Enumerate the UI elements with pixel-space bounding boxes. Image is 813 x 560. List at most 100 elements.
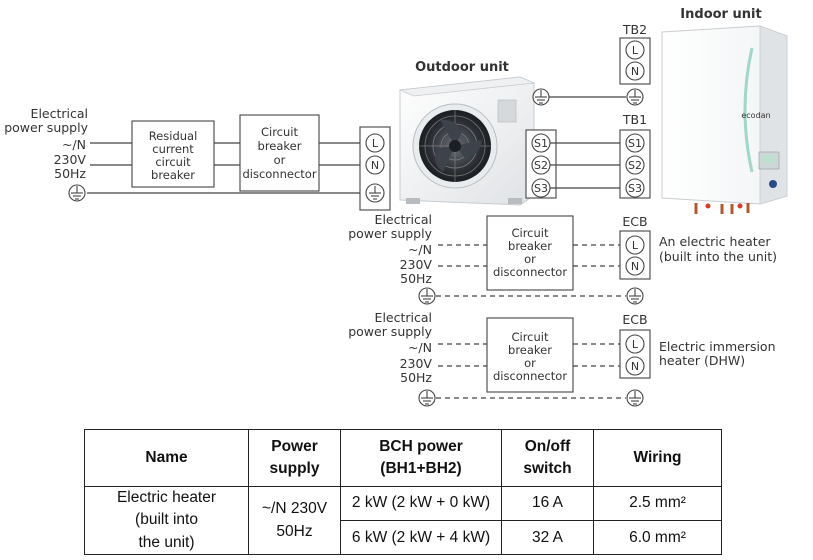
tb2-term-N: N [631,65,639,78]
header-switch-line-2: switch [523,460,572,477]
ecb1-supply-line-2: power supply [348,226,432,241]
ecb2-wires [436,343,626,399]
ecb2-supply-phase: ~/N [408,340,432,355]
main-supply-voltage: 230V [54,152,87,167]
header-power-supply-line-1: Power [271,437,318,455]
ecb2-label: ECB [622,312,647,327]
ecb2-ground-right-icon [626,389,644,407]
ecb2-supply-line-1: Electrical [375,310,432,325]
main-cb-line-1: Circuit [261,125,299,139]
outdoor-term-S2: S2 [534,159,548,172]
electric-heater-label: An electric heater (built into the unit) [659,234,777,264]
indoor-brand: ecodan [741,111,770,120]
residual-current-breaker-box: Residual current circuit breaker [131,120,215,188]
ecb2-cb-line-3: or [524,356,536,370]
rcd-line-2: current [152,142,194,156]
ecb2-term-N: N [631,360,639,373]
supply-cell: ~/N 230V 50Hz [248,485,341,556]
bch-cell: 2 kW (2 kW + 0 kW) [340,485,502,522]
tb1-term-S2: S2 [628,159,642,172]
ecb2-supply-frequency: 50Hz [400,370,432,385]
ecb1-cb-line-3: or [524,252,536,266]
outdoor-terminal-block: L N [359,126,391,211]
main-ground-icon [68,184,86,202]
ecb2-circuit-breaker-box: Circuit breaker or disconnector [486,317,574,393]
ecb2-power-supply-label: Electrical power supply ~/N 230V 50Hz [348,310,432,385]
indoor-unit-label: Indoor unit [680,7,761,22]
switch-cell: 32 A [501,520,594,556]
outdoor-unit-label: Outdoor unit [415,60,509,75]
indoor-unit-image: Indoor unit ecodan [661,7,788,214]
ecb1-cb-line-4: disconnector [493,265,567,279]
header-name: Name [84,429,249,487]
header-name-text: Name [145,448,188,466]
wiring-cell: 2.5 mm² [593,485,722,522]
immersion-heater-label: Electric immersion heater (DHW) [659,339,776,368]
ecb2-cb-line-4: disconnector [493,369,567,383]
header-wiring-text: Wiring [633,448,682,466]
tb1-terminal-block: TB1 S1 S2 S3 [619,112,651,199]
heater-line-1: An electric heater [659,234,771,249]
wiring-diagram: Electrical power supply ~/N 230V 50Hz Re… [4,7,788,407]
ecb1-terminal-block: ECB L N [619,214,651,280]
tb2-term-L: L [632,44,639,57]
ecb2-terminal-block: ECB L N [619,312,651,379]
tb1-term-S1: S1 [628,137,642,150]
tb1-term-S3: S3 [628,182,642,195]
main-cb-line-3: or [274,153,286,167]
ecb2-term-L: L [632,338,639,351]
header-wiring: Wiring [593,429,722,487]
outdoor-term-S3: S3 [534,182,548,195]
ecb2-cb-line-2: breaker [508,343,552,357]
ecb2-supply-voltage: 230V [400,356,433,371]
name-line-1: Electric heater [116,489,217,506]
supply-line-1: ~/N 230V [261,500,328,518]
tb1-label: TB1 [622,112,647,127]
ecb1-ground-left-icon [418,287,436,305]
ecb1-term-N: N [631,260,639,273]
outdoor-term-ground-icon [365,183,385,203]
header-switch-line-1: On/off [524,437,571,455]
main-supply-line-2: power supply [4,120,88,135]
ecb1-supply-voltage: 230V [400,257,433,272]
main-feed-wires [87,142,368,194]
name-line-2: (built into [135,511,198,529]
header-bch-line-1: BCH power [379,437,463,455]
ecb2-ground-left-icon [418,389,436,407]
ecb1-wires [436,244,626,297]
heater-line-2: (built into the unit) [659,249,777,264]
supply-line-2: 50Hz [276,522,313,540]
outdoor-term-N: N [371,159,379,172]
immersion-line-1: Electric immersion [659,339,776,354]
ecb1-circuit-breaker-box: Circuit breaker or disconnector [486,215,574,291]
rcd-line-3: circuit [155,155,191,169]
ground-icon-outdoor-link [532,88,550,106]
ecb1-supply-phase: ~/N [408,242,432,257]
outdoor-unit-image: Outdoor unit [398,60,536,206]
main-supply-phase: ~/N [62,137,86,152]
ecb1-cb-line-1: Circuit [511,226,549,240]
main-power-supply-label: Electrical power supply ~/N 230V 50Hz [4,106,88,181]
main-supply-frequency: 50Hz [54,166,86,181]
table-row: 6 kW (2 kW + 4 kW) 32 A 6.0 mm² [85,520,722,556]
rcd-line-1: Residual [149,129,198,143]
immersion-line-2: heater (DHW) [659,353,745,368]
ecb1-cb-line-2: breaker [508,239,552,253]
main-cb-line-4: disconnector [242,167,316,181]
wiring-cell: 6.0 mm² [593,520,722,556]
header-bch-power: BCH power(BH1+BH2) [340,429,502,487]
s-link-wires [550,142,626,189]
ecb2-cb-line-1: Circuit [511,330,549,344]
ground-icon-indoor-link [626,88,644,106]
ecb2-supply-line-2: power supply [348,324,432,339]
ecb1-power-supply-label: Electrical power supply ~/N 230V 50Hz [348,212,432,286]
tb2-terminal-block: TB2 L N [619,22,651,85]
ecb1-supply-line-1: Electrical [375,212,432,227]
bch-cell: 6 kW (2 kW + 4 kW) [340,520,502,556]
main-circuit-breaker-box: Circuit breaker or disconnector [239,114,320,192]
